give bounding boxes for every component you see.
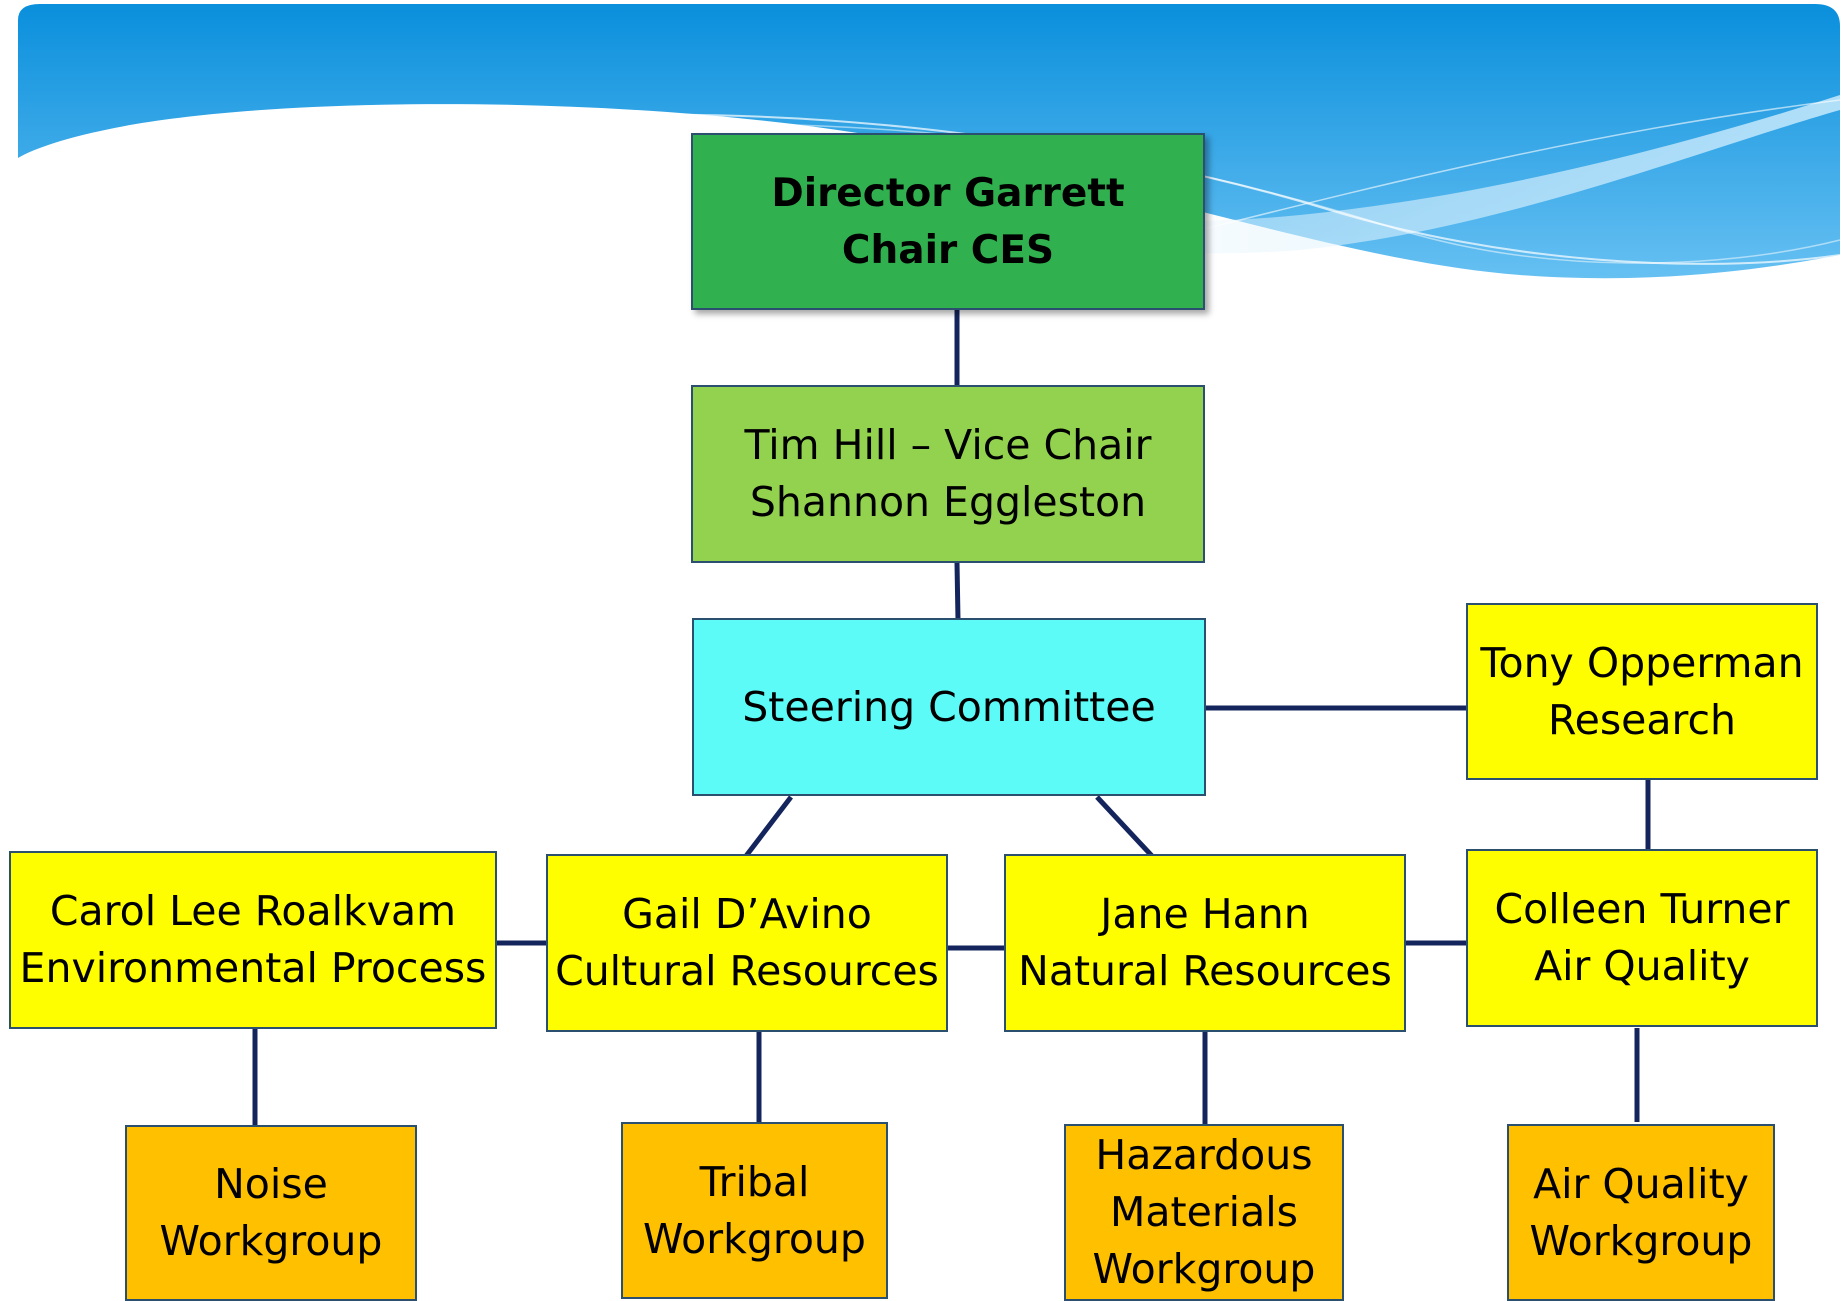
connector-steering-jane — [1095, 795, 1154, 858]
director-title: Chair CES — [841, 227, 1055, 273]
lead-name: Gail D’Avino — [622, 890, 872, 938]
lead-box-natural-resources: Jane Hann Natural Resources — [1004, 854, 1406, 1032]
vice-chair-box: Tim Hill – Vice Chair Shannon Eggleston — [691, 385, 1205, 563]
lead-area: Air Quality — [1534, 942, 1750, 990]
header-wave-stroke — [559, 123, 1841, 264]
research-name: Tony Opperman — [1480, 638, 1804, 687]
research-box: Tony Opperman Research — [1466, 603, 1818, 780]
director-name: Director Garrett — [771, 170, 1125, 216]
connector-vice-steering — [954, 562, 961, 621]
lead-area: Cultural Resources — [555, 947, 939, 995]
connector-steering-gail — [744, 795, 793, 858]
header-wave-stroke — [1199, 99, 1841, 231]
lead-name: Carol Lee Roalkvam — [49, 887, 457, 935]
workgroup-line: Workgroup — [1092, 1245, 1316, 1293]
lead-name: Colleen Turner — [1494, 885, 1790, 933]
vice-chair-line2: Shannon Eggleston — [749, 478, 1147, 526]
workgroup-line: Workgroup — [1529, 1216, 1753, 1265]
workgroup-line: Workgroup — [643, 1214, 866, 1263]
workgroup-box-hazardous-materials: Hazardous Materials Workgroup — [1064, 1124, 1344, 1301]
workgroup-line: Materials — [1110, 1188, 1298, 1236]
connectors — [252, 308, 1651, 1125]
workgroup-line: Tribal — [699, 1157, 810, 1206]
steering-committee-label: Steering Committee — [742, 682, 1156, 731]
workgroup-line: Noise — [214, 1160, 328, 1208]
workgroup-box-air-quality: Air Quality Workgroup — [1507, 1124, 1775, 1301]
steering-committee-box: Steering Committee — [692, 618, 1206, 796]
vice-chair-line1: Tim Hill – Vice Chair — [744, 421, 1152, 469]
lead-box-environmental-process: Carol Lee Roalkvam Environmental Process — [9, 851, 497, 1029]
workgroup-line: Workgroup — [159, 1217, 383, 1265]
lead-area: Environmental Process — [19, 944, 487, 992]
workgroup-line: Hazardous — [1095, 1131, 1313, 1179]
workgroup-box-noise: Noise Workgroup — [125, 1125, 417, 1301]
lead-name: Jane Hann — [1100, 890, 1310, 938]
lead-box-air-quality: Colleen Turner Air Quality — [1466, 849, 1818, 1027]
workgroup-box-tribal: Tribal Workgroup — [621, 1122, 888, 1299]
lead-box-cultural-resources: Gail D’Avino Cultural Resources — [546, 854, 948, 1032]
lead-area: Natural Resources — [1018, 947, 1392, 995]
director-box: Director Garrett Chair CES — [691, 133, 1205, 310]
workgroup-line: Air Quality — [1533, 1159, 1749, 1208]
research-title: Research — [1547, 695, 1737, 744]
